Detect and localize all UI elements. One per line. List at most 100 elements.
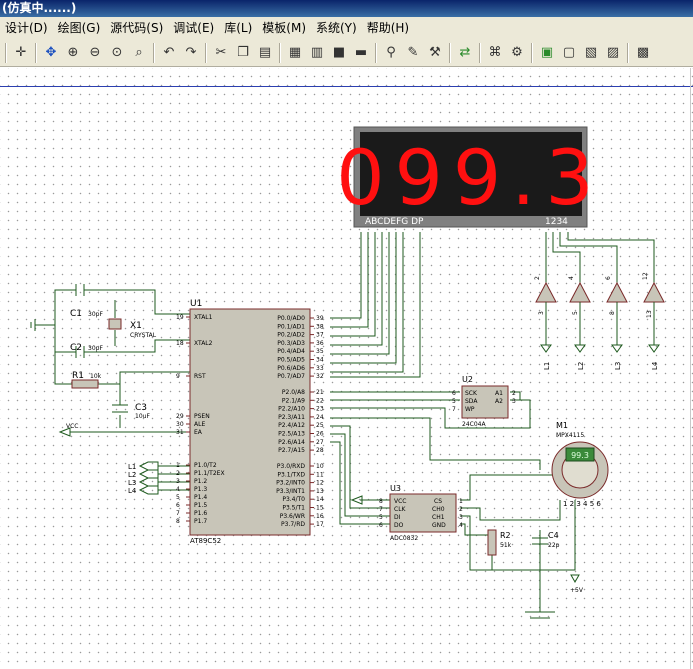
buffer-1[interactable]: 2 3 L1 (534, 276, 557, 370)
buffer-1-out-pin: 3 (538, 311, 545, 315)
mcu-pin-name: P3.2/INT0 (276, 480, 305, 487)
search-tag-icon[interactable]: ⌘ (488, 45, 502, 60)
mcu-pin-number: 12 (316, 480, 324, 487)
block-move-icon[interactable]: ▥ (310, 45, 324, 60)
r1-ref: R1 (72, 371, 84, 381)
packaging-tool-icon[interactable]: ⚒ (429, 45, 441, 60)
eeprom-u2[interactable]: U2 24C04A SCK SDA WP A1 A2 6 5 7 2 3 (452, 375, 516, 428)
r2-ref: R2 (500, 531, 511, 540)
mcu-pin-number: 6 (176, 502, 180, 509)
cursor-cross-icon[interactable]: ✛ (15, 45, 27, 60)
u2-part: 24C04A (462, 421, 486, 428)
make-device-icon[interactable]: ✎ (407, 45, 419, 60)
mcu-pin-name: P0.1/AD1 (277, 323, 305, 330)
x1-value: CRYSTAL (130, 332, 157, 339)
zoom-area-icon[interactable]: ⌕ (135, 45, 143, 60)
menu-library[interactable]: 库(L) (224, 21, 253, 35)
bill-of-materials-icon[interactable]: ▨ (606, 45, 620, 60)
buffer-2-in-pin: 4 (568, 276, 575, 280)
menu-design[interactable]: 设计(D) (5, 21, 48, 35)
block-copy-icon[interactable]: ▦ (288, 45, 302, 60)
m1-ref: M1 (556, 421, 568, 430)
capacitor-c1[interactable]: C1 30pF (70, 284, 103, 319)
u2-pin-a2: A2 (495, 398, 503, 405)
menu-system[interactable]: 系统(Y) (316, 21, 357, 35)
mcu-pin-number: 32 (316, 373, 324, 380)
mcu-pin-name: P0.6/AD6 (277, 365, 305, 372)
buffer-3-out-pin: 8 (609, 311, 616, 315)
crystal-x1[interactable]: X1 CRYSTAL (108, 318, 157, 339)
mcu-pin-name: P1.2 (194, 478, 207, 485)
capacitor-c3[interactable]: C3 10uF (112, 403, 150, 420)
buffer-3-output: L3 (614, 362, 622, 370)
new-sheet-icon[interactable]: ▣ (540, 45, 554, 60)
buffer-2-output: L2 (577, 362, 585, 370)
undo-icon[interactable]: ↶ (163, 45, 175, 60)
pressure-sensor-m1[interactable]: M1 MPX4115 99.3 1 2 3 4 5 6 (551, 421, 609, 508)
menu-debug[interactable]: 调试(E) (173, 21, 215, 35)
r2-value: 51k (500, 542, 512, 549)
netlist-icon[interactable]: ▩ (636, 45, 650, 60)
c2-ref: C2 (70, 343, 82, 353)
redo-icon[interactable]: ↷ (185, 45, 197, 60)
remove-sheet-icon[interactable]: ▢ (562, 45, 576, 60)
mcu-pin-number: 18 (176, 340, 184, 347)
adc-u3[interactable]: U3 ADC0832 VCC CLK DI DO CS CH0 CH1 GND … (379, 484, 463, 542)
sheet-right-border (690, 68, 691, 669)
mcu-pin-number: 9 (176, 373, 180, 380)
buffer-2-out-pin: 5 (572, 311, 579, 315)
property-assignment-icon[interactable]: ⚙ (511, 45, 523, 60)
mcu-pin-name: P3.1/TXD (277, 471, 305, 478)
capacitor-c2[interactable]: C2 30pF (70, 343, 103, 358)
plus5v-terminal: +5V (570, 574, 584, 594)
mcu-pin-name: P0.5/AD5 (277, 357, 305, 364)
resistor-r1[interactable]: R1 10k (71, 371, 102, 389)
mcu-pin-number: 14 (316, 496, 324, 503)
seven-segment-display[interactable]: 099.3 ABCDEFG DP 1234 (336, 126, 604, 228)
p1-label-1: L1 (128, 463, 136, 471)
copy-icon[interactable]: ❐ (237, 45, 249, 60)
buffer-4[interactable]: 12 13 L4 (642, 272, 665, 370)
sheet-border-line (0, 86, 693, 87)
mcu-pin-number: 38 (316, 323, 324, 330)
menu-help[interactable]: 帮助(H) (366, 21, 410, 35)
wire-autorouter-icon[interactable]: ⇄ (459, 45, 471, 60)
capacitor-c4[interactable]: C4 22p (532, 531, 560, 549)
block-rotate-icon[interactable]: ■ (332, 45, 346, 60)
paste-icon[interactable]: ▤ (258, 45, 272, 60)
vcc-terminal: VCC (58, 423, 78, 437)
u2-ref: U2 (462, 375, 473, 384)
m1-pins: 1 2 3 4 5 6 (563, 500, 601, 508)
zoom-all-icon[interactable]: ⊙ (111, 45, 123, 60)
mcu-pin-name: P2.5/A13 (278, 431, 305, 438)
menu-draw[interactable]: 绘图(G) (57, 21, 101, 35)
buffer-3[interactable]: 6 8 L3 (605, 276, 628, 370)
block-delete-icon[interactable]: ▬ (354, 45, 368, 60)
u3-num-4: 4 (459, 522, 463, 529)
u3-num-8: 8 (379, 498, 383, 505)
u3-pin-gnd: GND (432, 522, 446, 529)
mcu-pin-name: ALE (194, 421, 205, 428)
resistor-r2[interactable]: R2 51k (487, 529, 512, 556)
menu-template[interactable]: 模板(M) (262, 21, 306, 35)
window-title-bar: (仿真中......) (0, 0, 693, 17)
mcu-pin-number: 27 (316, 439, 324, 446)
zoom-out-icon[interactable]: ⊖ (89, 45, 101, 60)
mcu-pin-name: P1.3 (194, 486, 207, 493)
pick-device-icon[interactable]: ⚲ (386, 45, 396, 60)
zoom-in-icon[interactable]: ⊕ (67, 45, 79, 60)
goto-sheet-icon[interactable]: ▧ (584, 45, 598, 60)
buffer-2[interactable]: 4 5 L2 (568, 276, 591, 370)
c3-value: 10uF (135, 413, 150, 420)
move-icon[interactable]: ✥ (45, 45, 57, 60)
mcu-at89c52[interactable]: U1 AT89C52 XTAL119XTAL218RST9PSEN29ALE30… (176, 299, 324, 545)
mcu-pin-name: P2.1/A9 (282, 397, 305, 404)
u3-pin-clk: CLK (394, 506, 407, 513)
menu-source[interactable]: 源代码(S) (110, 21, 164, 35)
u2-num-7: 7 (452, 406, 456, 413)
u2-num-6: 6 (452, 390, 456, 397)
buffer-4-output: L4 (651, 361, 659, 370)
cut-icon[interactable]: ✂ (215, 45, 227, 60)
mcu-left-pins: XTAL119XTAL218RST9PSEN29ALE30EA31P1.0/T2… (176, 314, 225, 525)
